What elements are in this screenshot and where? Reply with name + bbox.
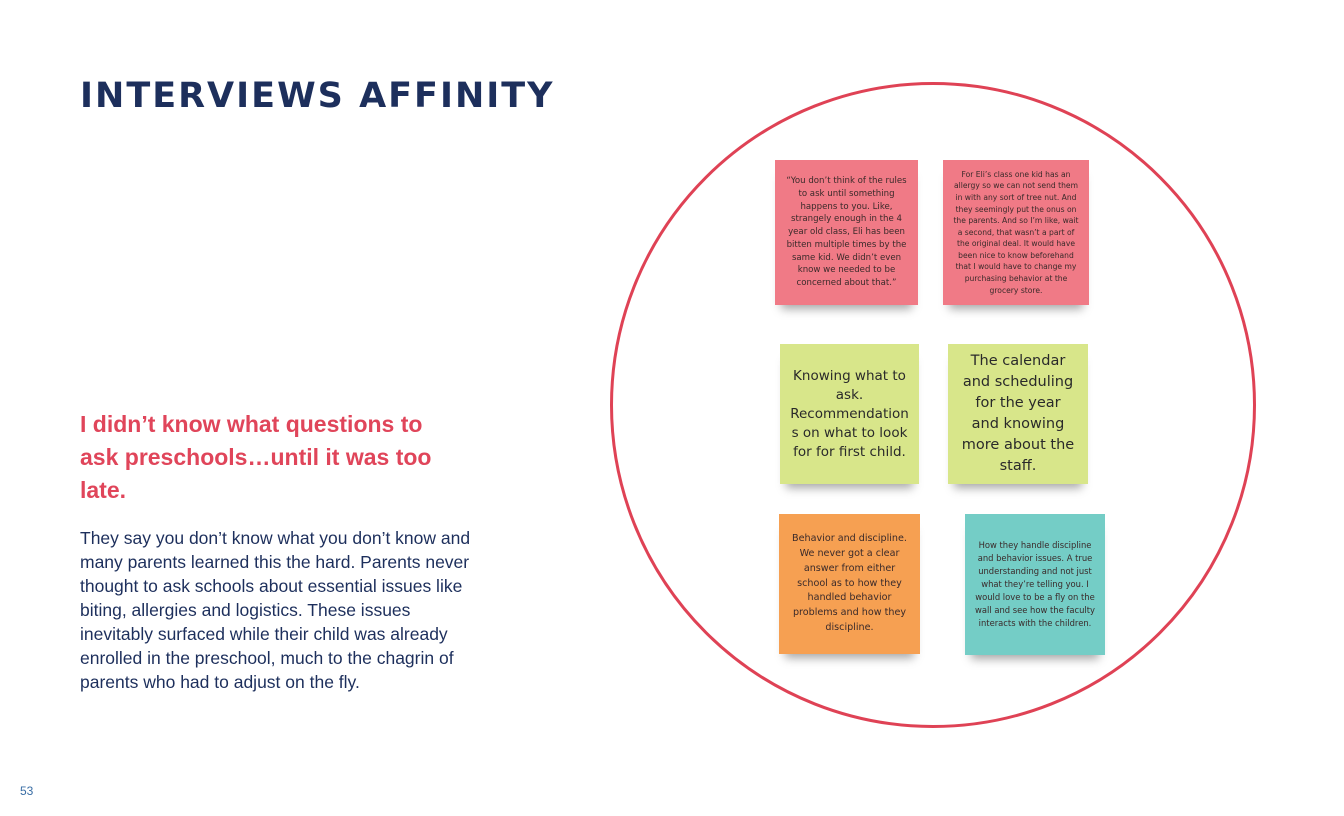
page-number: 53 bbox=[20, 784, 34, 798]
sticky-note-calendar: The calendar and scheduling for the year… bbox=[948, 344, 1088, 484]
page-title: INTERVIEWS AFFINITY bbox=[80, 76, 555, 116]
sticky-note-text: Behavior and discipline. We never got a … bbox=[792, 533, 907, 633]
affinity-circle bbox=[610, 82, 1256, 728]
headline: I didn’t know what questions to ask pres… bbox=[80, 411, 432, 503]
sticky-note-allergy: For Eli’s class one kid has an allergy s… bbox=[943, 160, 1089, 305]
sticky-note-what-to-ask: Knowing what to ask. Recommendation s on… bbox=[780, 344, 919, 484]
sticky-note-discipline: How they handle discipline and behavior … bbox=[965, 514, 1105, 655]
sticky-note-text: How they handle discipline and behavior … bbox=[975, 540, 1095, 628]
sticky-note-biting: “You don’t think of the rules to ask unt… bbox=[775, 160, 918, 305]
sticky-note-text: Knowing what to ask. Recommendation s on… bbox=[790, 367, 909, 460]
sticky-note-behavior: Behavior and discipline. We never got a … bbox=[779, 514, 920, 654]
sticky-note-text: The calendar and scheduling for the year… bbox=[961, 353, 1075, 474]
body-paragraph: They say you don’t know what you don’t k… bbox=[80, 528, 471, 692]
sticky-note-text: “You don’t think of the rules to ask unt… bbox=[786, 175, 907, 289]
sticky-note-text: For Eli’s class one kid has an allergy s… bbox=[953, 169, 1079, 295]
